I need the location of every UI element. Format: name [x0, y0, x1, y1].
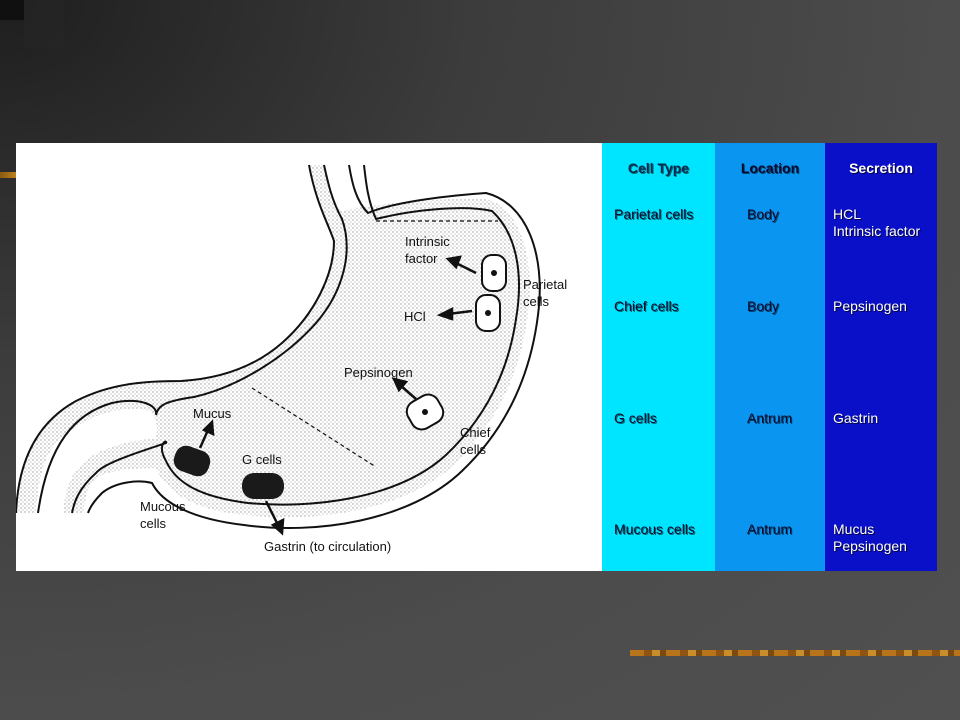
secretion-chief: Pepsinogen	[833, 298, 907, 314]
cell-type-parietal: Parietal cells	[614, 206, 694, 222]
parietal-cell-lower	[475, 294, 501, 332]
label-parietal-cells-2: cells	[523, 294, 550, 309]
label-hcl: HCl	[404, 309, 426, 324]
secretion-g: Gastrin	[833, 410, 879, 426]
label-mucous-cells-1: Mucous	[140, 499, 186, 514]
cell-type-mucous: Mucous cells	[614, 521, 695, 537]
corner-decoration-shade	[24, 0, 64, 48]
location-chief: Body	[747, 298, 779, 314]
location-g: Antrum	[747, 410, 793, 426]
body-antrum-boundary	[251, 387, 377, 468]
label-chief-cells-2: cells	[460, 442, 487, 457]
location-mucous: Antrum	[747, 521, 793, 537]
chief-cell	[405, 393, 445, 431]
header-cell-type: Cell Type	[627, 160, 690, 176]
secretion-mucous: Mucus Pepsinogen	[833, 521, 907, 554]
slide-content: Intrinsic factor HCl Parietal cells Peps…	[16, 143, 937, 571]
stomach-inner-lesser-curvature	[37, 164, 348, 514]
label-parietal-cells-1: Parietal	[523, 277, 567, 292]
arrow-intrinsic-factor	[455, 261, 477, 275]
arrow-gastrin	[264, 500, 280, 526]
header-secretion: Secretion	[849, 160, 913, 176]
stomach-diagram: Intrinsic factor HCl Parietal cells Peps…	[16, 143, 602, 571]
label-gastrin: Gastrin (to circulation)	[264, 539, 391, 554]
column-secretion: Secretion HCL Intrinsic factor Pepsinoge…	[825, 143, 937, 571]
mucous-cell	[173, 445, 211, 477]
parietal-cell-upper	[481, 254, 507, 292]
label-g-cells: G cells	[242, 452, 282, 467]
label-mucous-cells-2: cells	[140, 516, 167, 531]
label-mucus: Mucus	[193, 406, 232, 421]
label-intrinsic-factor-1: Intrinsic	[405, 234, 450, 249]
cell-secretion-table: Cell Type Parietal cells Chief cells G c…	[602, 143, 937, 571]
cell-type-chief: Chief cells	[614, 298, 679, 314]
column-location: Location Body Body Antrum Antrum	[715, 143, 825, 571]
stomach-outer-contour	[16, 164, 336, 514]
label-intrinsic-factor-2: factor	[405, 251, 438, 266]
column-cell-type: Cell Type Parietal cells Chief cells G c…	[602, 143, 715, 571]
location-parietal: Body	[747, 206, 779, 222]
header-location: Location	[740, 160, 800, 176]
stomach-inner-greater-curvature	[71, 164, 520, 514]
secretion-parietal: HCL Intrinsic factor	[833, 206, 921, 239]
label-chief-cells-1: Chief	[460, 425, 491, 440]
cell-type-g: G cells	[614, 410, 657, 426]
left-accent-bar	[0, 172, 18, 178]
g-cell	[242, 473, 284, 499]
label-pepsinogen: Pepsinogen	[344, 365, 413, 380]
stomach-greater-curvature	[87, 164, 541, 530]
arrow-mucus	[198, 429, 210, 449]
bottom-accent-bar	[630, 650, 960, 656]
stomach-wall	[16, 165, 530, 518]
corner-decoration	[0, 0, 24, 20]
